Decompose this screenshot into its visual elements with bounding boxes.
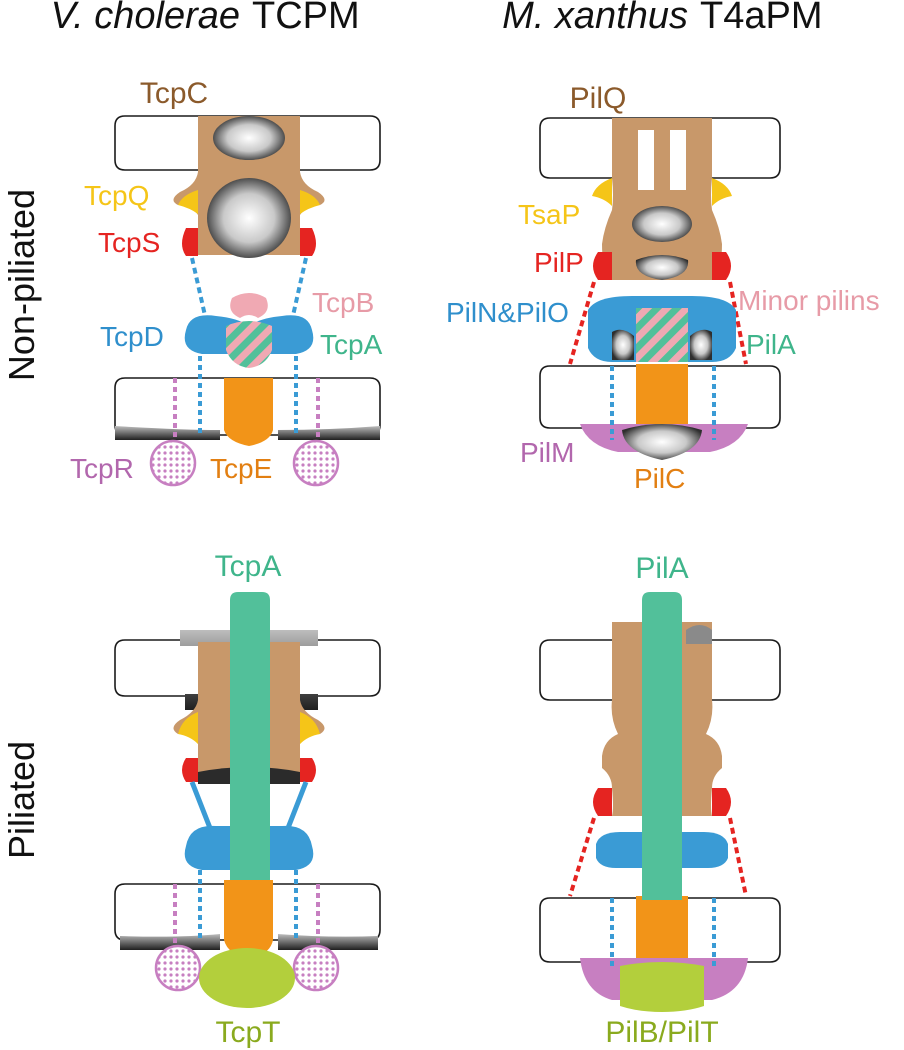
pilq-lower-cavity [635,255,689,280]
pilq-gap-left [638,130,654,190]
inner-membrane-shadow [115,426,380,440]
tcpr-sphere-right [292,439,340,487]
pilp-link-right [728,817,748,897]
tcpr-sphere-right [292,944,340,992]
pilc-orange [636,896,688,970]
pilq-secretin [602,118,722,280]
tcps-red-right [300,228,316,256]
tcps-tcpd-link-left [189,781,213,829]
row-label-piliated: Piliated [1,741,42,859]
pilp-link-left [568,817,596,897]
tsap-yellow-right [712,178,732,206]
pilm-cavity [622,424,702,460]
label-pilbt: PilB/PilT [605,1016,718,1049]
tcpa-core [226,321,272,368]
species-right: M. xanthus [502,0,688,37]
label-pila: PilA [746,329,796,360]
tcpq-pilot-right [300,712,320,744]
tcps-red [182,758,198,782]
column-title-left: V. cholerae TCPM [51,0,360,37]
tcpa-pilus [230,592,270,880]
label-tcpq: TcpQ [84,180,149,211]
label-pilno: PilN&PilO [446,297,569,328]
pilp-red [593,788,612,816]
panel-t4apm-piliated: PilA PilB/PilT [539,552,781,1049]
tcps-tcpd-link-left [190,257,208,321]
label-tcpc: TcpC [140,77,208,110]
label-pilq: PilQ [570,82,627,115]
panel-tcpm-non-piliated: TcpC TcpQ TcpS TcpB TcpD TcpA TcpR TcpE [70,77,383,487]
tcps-red [182,228,198,256]
pilbt-atpase [620,962,704,1012]
label-tcpr: TcpR [70,453,134,484]
pila-striped-core [636,308,688,362]
label-tcpb: TcpB [312,287,374,318]
pilq-gap-right [670,130,686,190]
row-label-non-piliated: Non-piliated [1,189,42,381]
tcpq-pilot [178,712,198,744]
pilq-cavity [632,206,692,242]
tcps-red-right [300,758,316,782]
label-pila: PilA [635,552,688,585]
label-tcpd: TcpD [100,321,164,352]
tcpe-orange [224,880,273,958]
pilq-top-shadow [686,625,712,644]
secretin-cavity-lower [207,178,291,258]
tsap-yellow [592,178,612,206]
system-right: T4aPM [700,0,822,37]
pilp-link-left [568,281,596,365]
tcpr-sphere-left [149,439,197,487]
pilp-red [593,252,612,280]
label-pilm: PilM [520,437,574,468]
label-tcpe: TcpE [210,453,272,484]
species-left: V. cholerae [51,0,240,37]
pilp-red-right [712,252,731,280]
label-tcpa: TcpA [320,329,383,360]
tcpq-pilot-right [300,190,320,214]
label-tcpt: TcpT [215,1016,280,1049]
pilno-cavity-left [612,329,634,360]
tcpt-atpase [199,948,295,1008]
label-tcps: TcpS [98,227,160,258]
panel-tcpm-piliated: TcpA TcpT [114,550,381,1049]
label-pilp: PilP [534,247,584,278]
tcpe-orange [224,378,273,446]
tcps-tcpd-link-right [290,257,308,321]
label-minor-pilins: Minor pilins [738,285,880,316]
pilc-orange [636,364,688,430]
pilp-link-right [728,281,748,365]
label-pilc: PilC [634,463,685,494]
column-title-right: M. xanthus T4aPM [502,0,822,37]
tcps-tcpd-link-right [285,781,309,829]
tcpq-pilot [178,190,198,214]
tcpr-sphere-left [154,944,202,992]
label-tsap: TsaP [518,199,580,230]
pilno-cavity-right [690,329,712,360]
pila-pilus [642,592,682,900]
label-tcpa: TcpA [215,550,282,583]
system-left: TCPM [252,0,360,37]
tcpb-minor [230,293,268,318]
panel-t4apm-non-piliated: PilQ TsaP PilP PilN&PilO Minor pilins Pi… [446,82,880,494]
pilp-red-right [712,788,731,816]
secretin-cavity-upper [213,116,285,160]
